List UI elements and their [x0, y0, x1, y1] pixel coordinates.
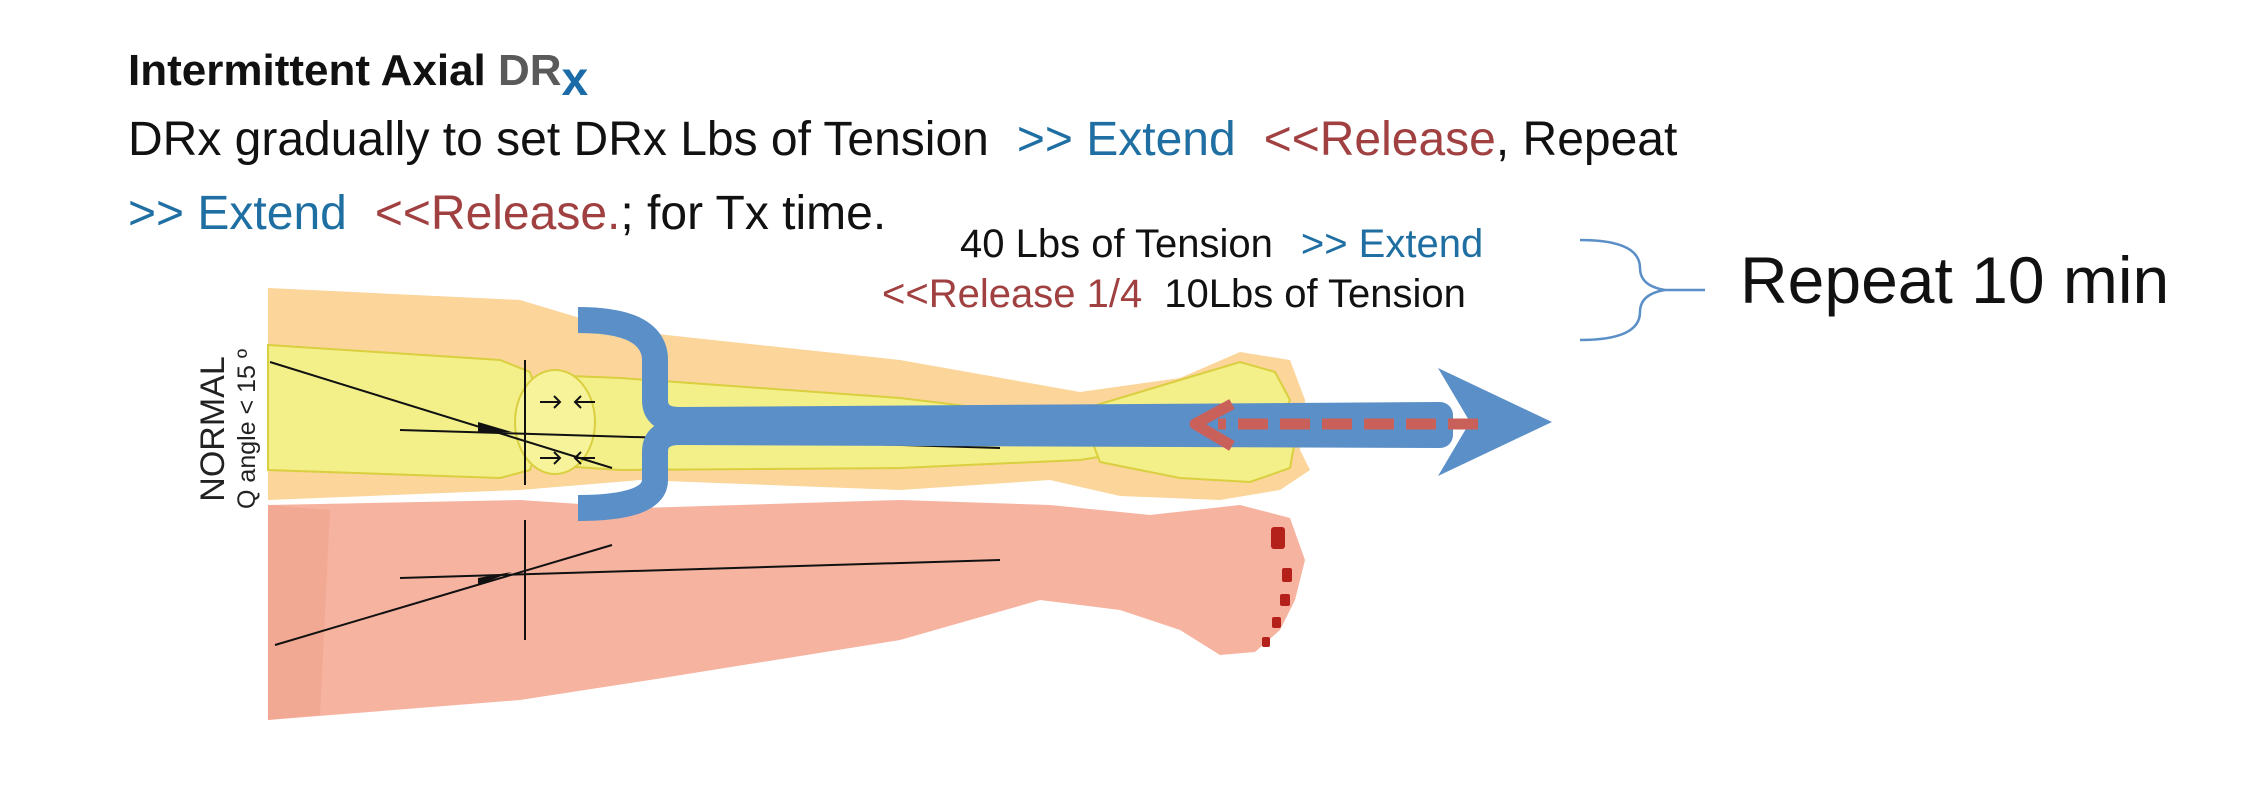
instruction-line-1: DRx gradually to set DRx Lbs of Tension >…	[128, 112, 1677, 167]
lower-angle-mark	[478, 572, 512, 585]
lower-leg-skin	[268, 500, 1305, 720]
extend-arrow-head	[1438, 368, 1552, 476]
q-angle-label: Q angle < 15 º	[232, 349, 261, 509]
title-drx-x: x	[561, 53, 589, 106]
knee-arrow-1	[540, 395, 562, 409]
patella-bone	[514, 369, 596, 475]
knee-arrow-4	[573, 451, 595, 465]
repeat-duration-label: Repeat 10 min	[1740, 243, 2170, 317]
upper-angle-mark	[478, 422, 512, 432]
toenail-4	[1272, 617, 1281, 628]
toenail-5	[1262, 637, 1270, 647]
toenail-3	[1280, 594, 1290, 606]
tx-time-tail: ; for Tx time.	[620, 187, 887, 240]
normal-label: NORMAL	[193, 356, 232, 502]
toenail-2	[1282, 568, 1292, 582]
toenail-1	[1271, 527, 1285, 549]
release-label-2: <<Release.	[374, 187, 621, 240]
lower-axis-line-1	[274, 544, 613, 646]
extend-label: >> Extend	[1016, 113, 1236, 166]
release-arrow-head	[1189, 399, 1235, 451]
tension-annotation-bottom: <<Release 1/4 10Lbs of Tension	[882, 272, 1466, 317]
release-label: <<Release	[1263, 113, 1496, 166]
knee-arrow-2	[573, 395, 595, 409]
upper-axis-line-1	[269, 361, 613, 469]
title-text: Intermittent Axial	[128, 46, 498, 95]
repeat-tail: , Repeat	[1495, 113, 1678, 166]
tension-10-label: 10Lbs of Tension	[1164, 272, 1466, 316]
knee-arrow-3	[540, 451, 562, 465]
extend-annotation: >> Extend	[1300, 222, 1484, 266]
lower-leg-shade	[268, 505, 330, 720]
clamp-bracket	[577, 307, 1453, 521]
release-quarter-label: <<Release 1/4	[882, 272, 1143, 316]
instruction-text: DRx gradually to set DRx Lbs of Tension	[128, 113, 989, 166]
tension-40-label: 40 Lbs of Tension	[960, 222, 1273, 266]
repeat-brace	[1579, 238, 1666, 342]
extend-label-2: >> Extend	[128, 187, 347, 240]
normal-q-angle-label: NORMAL Q angle < 15 º	[194, 349, 262, 509]
title-drx-dr: DR	[497, 46, 562, 95]
femur-bone	[267, 343, 547, 480]
tension-annotation-top: 40 Lbs of Tension >> Extend	[960, 222, 1483, 267]
instruction-line-2: >> Extend <<Release.; for Tx time.	[128, 186, 886, 241]
diagram-title: Intermittent Axial DRx	[128, 42, 588, 106]
